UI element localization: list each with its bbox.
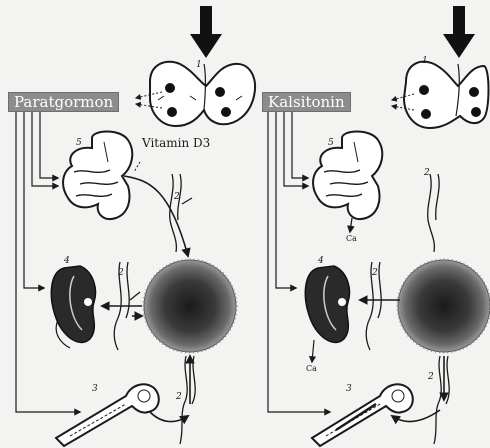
right-intestine [313, 132, 382, 233]
right-number-4: 4 [318, 256, 324, 266]
left-number-2-intestine: 2 [174, 192, 180, 202]
left-number-3: 3 [92, 384, 98, 394]
right-ca-label-intestine: Ca [346, 234, 357, 243]
right-number-5: 5 [328, 138, 334, 148]
left-hormone-label: Paratgormon [8, 92, 119, 112]
right-ca-label-kidney: Ca [306, 364, 317, 373]
left-kidney [51, 266, 95, 348]
left-bone [56, 384, 159, 446]
right-number-3: 3 [346, 384, 352, 394]
left-number-2-bone: 2 [176, 392, 182, 402]
right-number-2-kidney: 2 [372, 268, 378, 278]
vitamin-pointer-line [134, 162, 140, 172]
left-blood-calcium-pool [144, 260, 236, 352]
right-blood-calcium-pool [398, 260, 490, 352]
right-vessel-intestine [428, 174, 439, 252]
left-thyroid-gland [150, 62, 255, 126]
left-number-1: 1 [196, 60, 202, 70]
right-number-2-intestine: 2 [424, 168, 430, 178]
left-number-4: 4 [64, 256, 70, 266]
right-kidney [305, 266, 349, 362]
left-vessel-bone [180, 356, 195, 444]
right-hormone-label: Kalsitonin [262, 92, 351, 112]
left-intestine [63, 132, 132, 220]
right-number-2-bone: 2 [428, 372, 434, 382]
left-input-arrow [190, 6, 222, 58]
vitamin-d3-label: Vitamin D3 [142, 136, 210, 150]
left-bracket-lines [16, 108, 80, 412]
right-bone [312, 384, 413, 446]
left-number-5: 5 [76, 138, 82, 148]
left-panel [16, 6, 255, 446]
right-number-1: 1 [422, 56, 428, 66]
right-thyroid-gland [404, 62, 489, 128]
right-vessel-bone [434, 356, 449, 444]
left-number-2-kidney: 2 [118, 268, 124, 278]
right-input-arrow [443, 6, 475, 58]
right-panel [268, 6, 490, 446]
